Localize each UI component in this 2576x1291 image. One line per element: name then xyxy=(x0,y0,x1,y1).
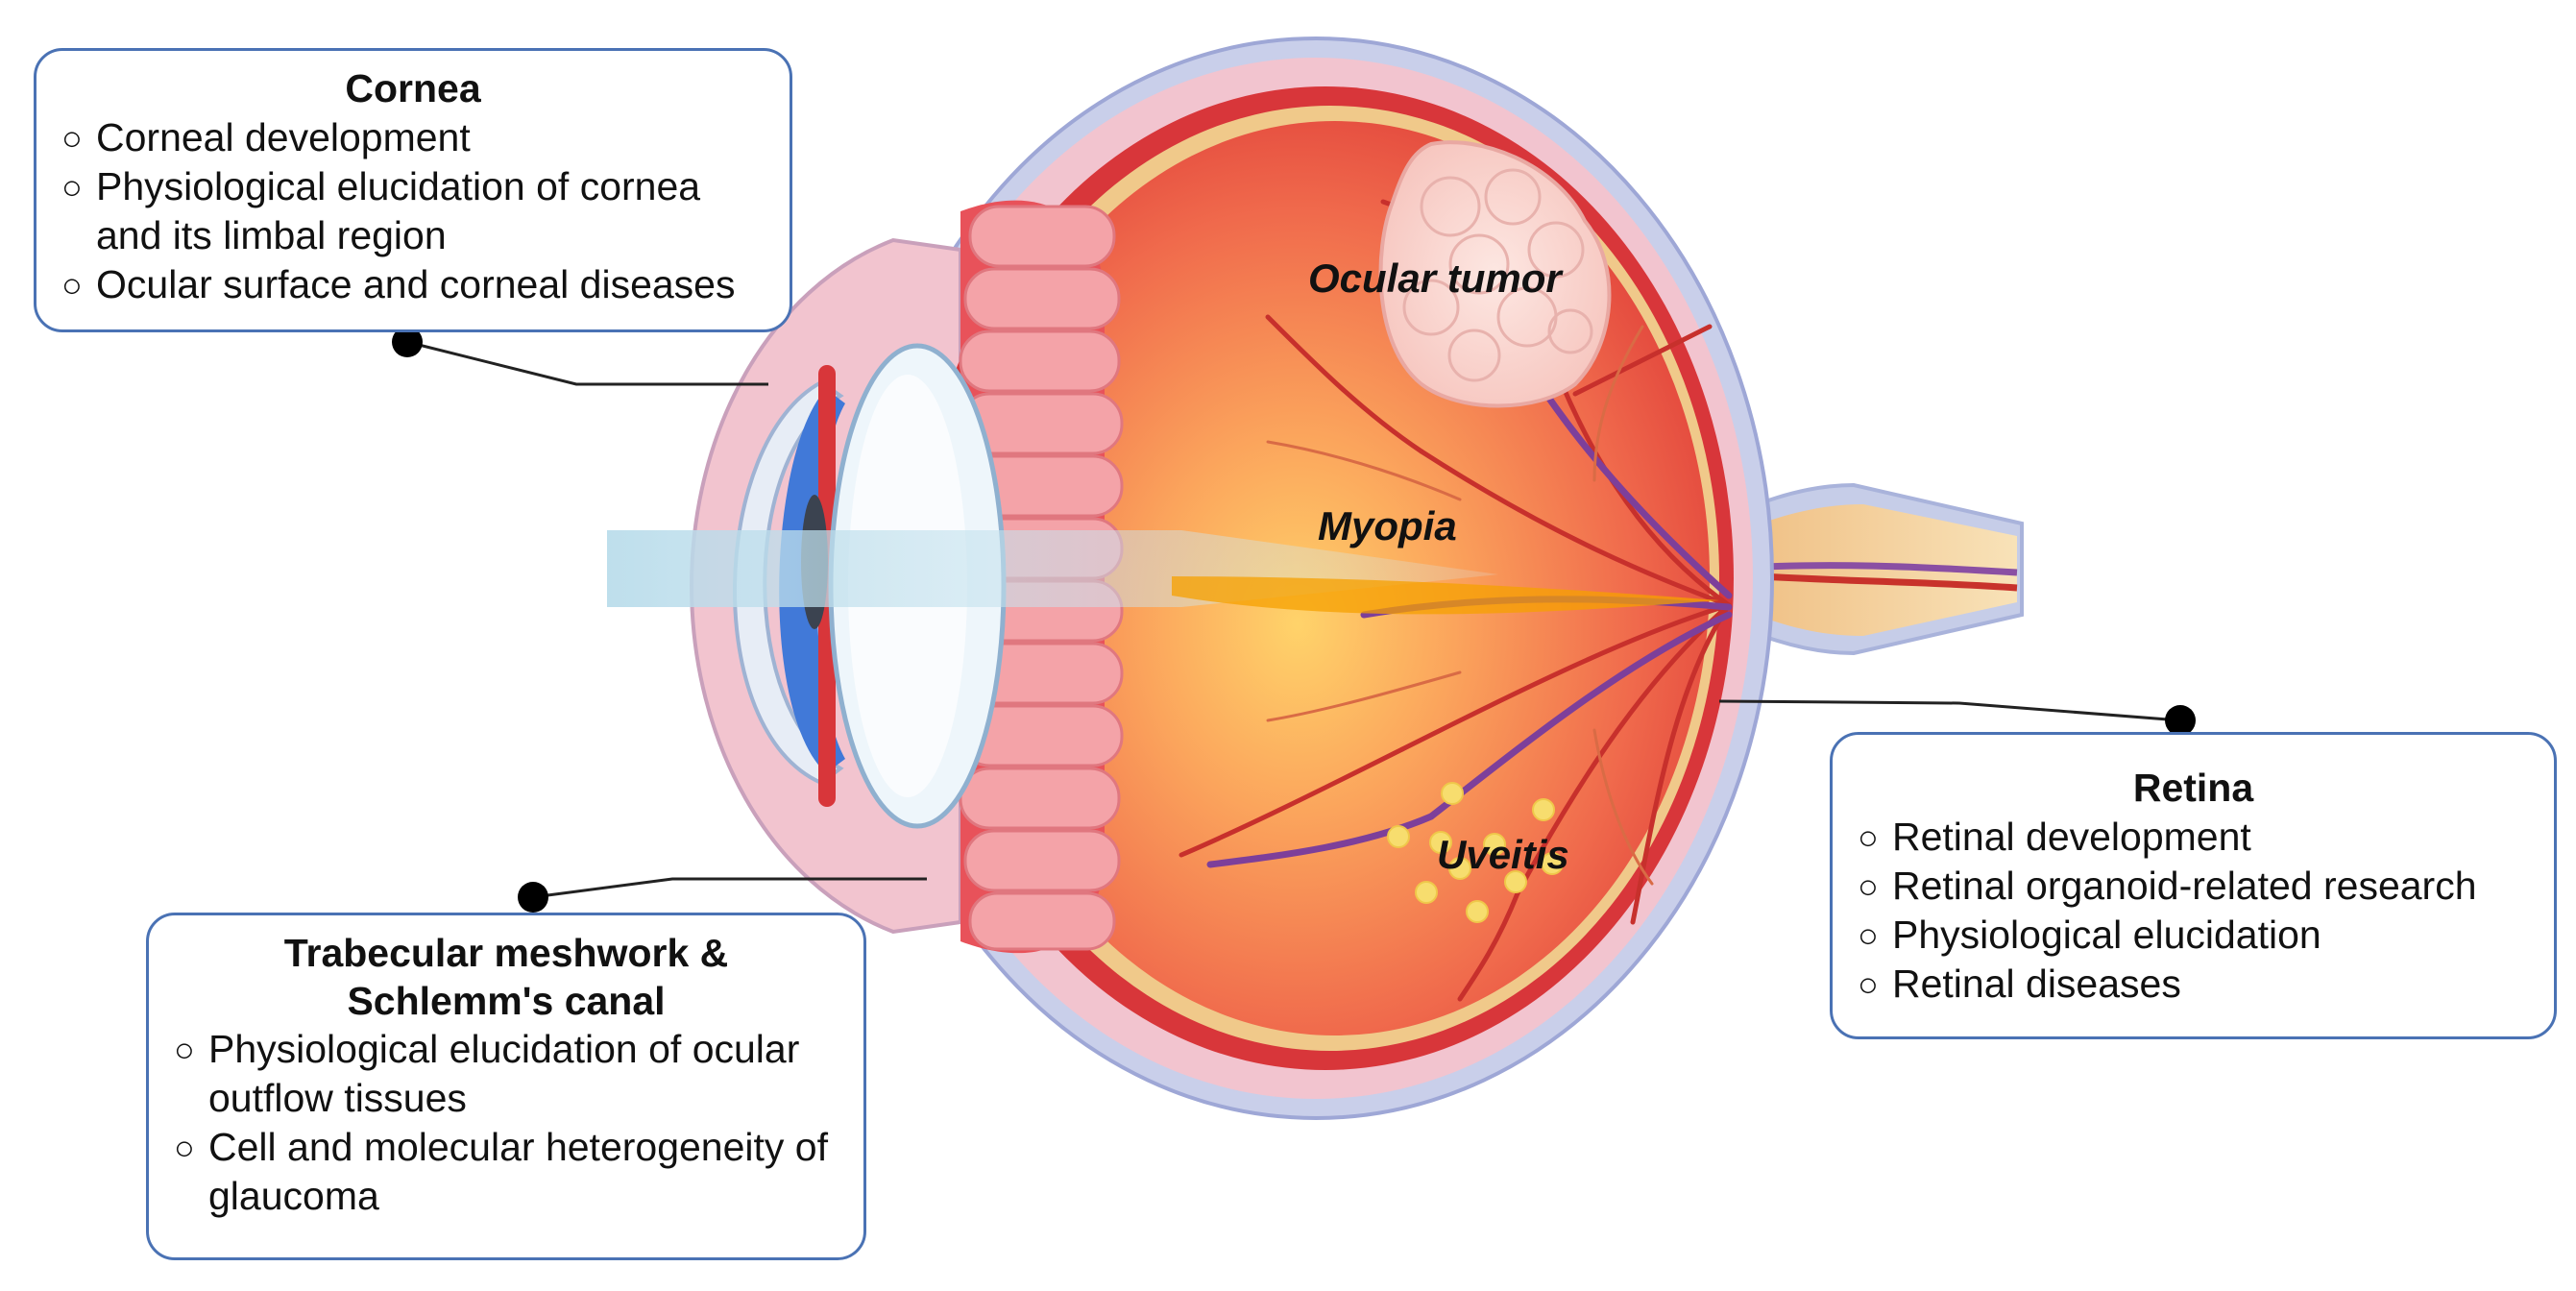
uveitis-label: Uveitis xyxy=(1437,832,1569,877)
list-item: Ocular surface and corneal diseases xyxy=(61,260,765,309)
list-item: Corneal development xyxy=(61,113,765,162)
list-item: Retinal development xyxy=(1858,813,2529,862)
trabecular-callout-list: Physiological elucidation of ocular outf… xyxy=(174,1025,838,1221)
ocular-tumor-mass xyxy=(1378,140,1612,408)
list-item: Physiological elucidation of ocular outf… xyxy=(174,1025,838,1123)
list-item: Retinal organoid-related research xyxy=(1858,862,2529,911)
retina-callout-box: Retina Retinal development Retinal organ… xyxy=(1830,732,2557,1039)
list-item: Cell and molecular heterogeneity of glau… xyxy=(174,1123,838,1221)
trabecular-callout-title-line2: Schlemm's canal xyxy=(347,979,666,1023)
callout-leader-lines xyxy=(406,340,2181,899)
trabecular-meshwork-callout-box: Trabecular meshwork & Schlemm's canal Ph… xyxy=(146,913,866,1260)
retina-callout-title: Retina xyxy=(2132,766,2254,810)
light-beam xyxy=(607,530,1719,615)
cornea-callout-list: Corneal development Physiological elucid… xyxy=(61,113,765,309)
callout-anchor-dots xyxy=(392,327,2196,913)
retina-callout-list: Retinal development Retinal organoid-rel… xyxy=(1858,813,2529,1009)
ocular-tumor-label: Ocular tumor xyxy=(1308,256,1562,301)
cornea-callout-box: Cornea Corneal development Physiological… xyxy=(34,48,792,332)
list-item: Retinal diseases xyxy=(1858,960,2529,1009)
cornea-callout-title: Cornea xyxy=(345,66,481,110)
trabecular-callout-title-line1: Trabecular meshwork & xyxy=(283,931,729,975)
myopia-label: Myopia xyxy=(1318,503,1457,548)
list-item: Physiological elucidation of cornea and … xyxy=(61,162,765,260)
uveitis-inflammation-dots xyxy=(1387,782,1564,923)
list-item: Physiological elucidation xyxy=(1858,911,2529,960)
